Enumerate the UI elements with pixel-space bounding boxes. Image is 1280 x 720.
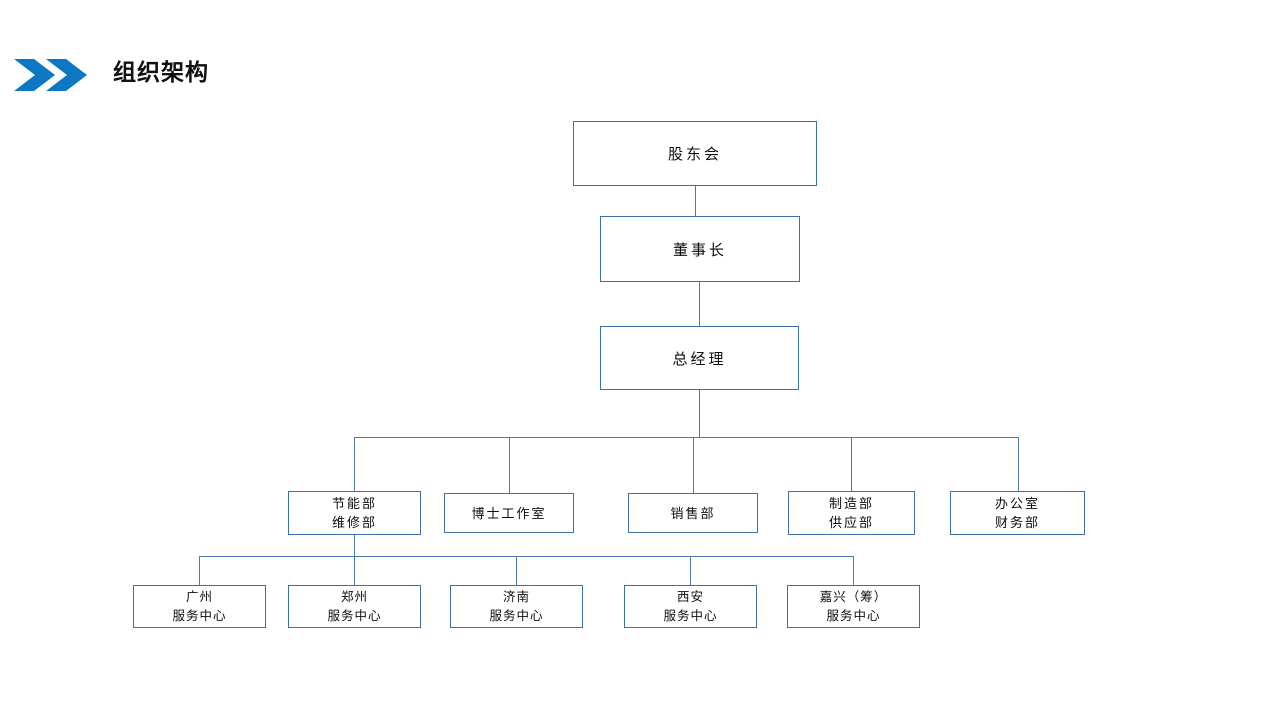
org-node-label: 总经理 [672,350,727,368]
org-node-label-line2: 供应部 [828,515,874,530]
connector-dept0-to-center-bus [354,535,355,556]
connector-shareholders-chairman [695,186,696,216]
connector-chairman-gm [699,282,700,326]
connector-center-bus [199,556,854,557]
slide-header: 组织架构 [0,52,1280,98]
connector-drop-center-3 [690,556,691,585]
org-node-shareholders[interactable]: 股东会 [573,121,817,186]
org-node-service-center-guangzhou[interactable]: 广州 服务中心 [133,585,266,628]
connector-drop-dept-4 [1018,437,1019,491]
org-node-general-manager[interactable]: 总经理 [600,326,799,390]
connector-drop-dept-1 [509,437,510,493]
connector-drop-center-1 [354,556,355,585]
double-chevron-right-icon [12,56,90,94]
org-node-label-line2: 服务中心 [489,608,544,623]
org-node-label-line2: 服务中心 [826,608,881,623]
org-node-label-line1: 郑州 [340,589,368,604]
org-node-label-line1: 节能部 [331,496,377,511]
org-node-label-line1: 西安 [676,589,704,604]
org-node-label: 股东会 [667,146,722,163]
org-node-dept-energy-maintenance[interactable]: 节能部 维修部 [288,491,421,535]
connector-drop-dept-3 [851,437,852,491]
org-node-label-line1: 博士工作室 [471,505,547,521]
org-node-label-line1: 办公室 [994,496,1040,511]
org-node-service-center-xian[interactable]: 西安 服务中心 [624,585,757,628]
org-node-label-line2: 服务中心 [663,608,718,623]
org-node-label-line2: 服务中心 [172,608,227,623]
connector-drop-center-4 [853,556,854,585]
connector-drop-center-2 [516,556,517,585]
connector-drop-dept-2 [693,437,694,493]
org-node-label-line1: 制造部 [828,496,874,511]
org-node-dept-sales[interactable]: 销售部 [628,493,758,533]
org-node-label-line2: 财务部 [994,515,1040,530]
org-node-dept-office-finance[interactable]: 办公室 财务部 [950,491,1085,535]
org-node-label-line1: 嘉兴（筹） [819,589,888,604]
org-node-label-line2: 服务中心 [327,608,382,623]
org-node-label-line1: 济南 [502,589,530,604]
org-node-service-center-jinan[interactable]: 济南 服务中心 [450,585,583,628]
org-node-dept-doctor-workstation[interactable]: 博士工作室 [444,493,574,533]
page-title: 组织架构 [113,59,209,85]
connector-gm-to-dept-bus [699,390,700,438]
connector-drop-center-0 [199,556,200,585]
org-node-label-line1: 销售部 [670,505,716,521]
org-node-dept-manufacturing-supply[interactable]: 制造部 供应部 [788,491,915,535]
org-node-service-center-jiaxing[interactable]: 嘉兴（筹） 服务中心 [787,585,920,628]
org-node-chairman[interactable]: 董事长 [600,216,800,282]
connector-drop-dept-0 [354,437,355,491]
org-node-service-center-zhengzhou[interactable]: 郑州 服务中心 [288,585,421,628]
org-node-label: 董事长 [672,241,727,259]
org-node-label-line1: 广州 [185,589,213,604]
org-node-label-line2: 维修部 [331,515,377,530]
connector-dept-bus [354,437,1019,438]
